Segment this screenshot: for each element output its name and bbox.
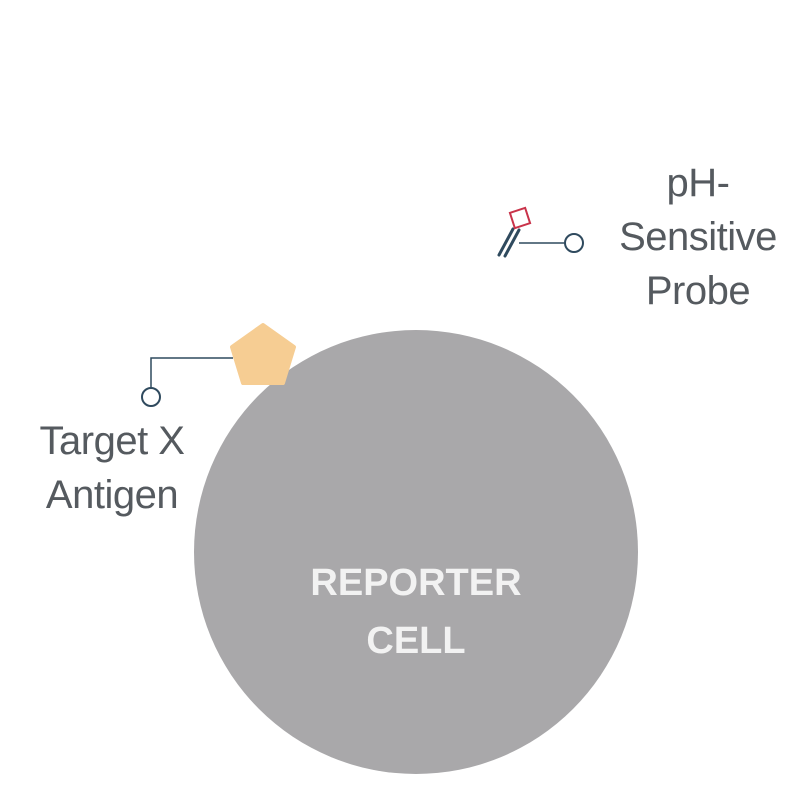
probe-label-line2: Sensitive	[619, 215, 777, 259]
cell-label-line1: REPORTER	[310, 562, 522, 604]
antigen-callout-line	[150, 357, 233, 388]
probe-label: pH- Sensitive Probe	[598, 156, 798, 318]
cell-label-line2: CELL	[366, 620, 466, 662]
antigen-pentagon-icon	[230, 323, 296, 385]
probe-label-line1: pH-	[666, 161, 730, 205]
probe-callout	[519, 233, 584, 253]
cell-label: REPORTER CELL	[246, 554, 586, 670]
antigen-callout-dot	[141, 387, 161, 407]
reporter-cell	[194, 330, 638, 774]
probe-icon	[497, 206, 532, 258]
antigen-label: Target X Antigen	[10, 414, 214, 522]
probe-callout-dot	[564, 233, 584, 253]
probe-marker-icon	[508, 206, 532, 230]
probe-label-line3: Probe	[645, 269, 751, 313]
antigen-callout	[141, 357, 233, 407]
antigen-label-line1: Target X	[39, 419, 185, 463]
antigen-label-line2: Antigen	[45, 473, 179, 517]
